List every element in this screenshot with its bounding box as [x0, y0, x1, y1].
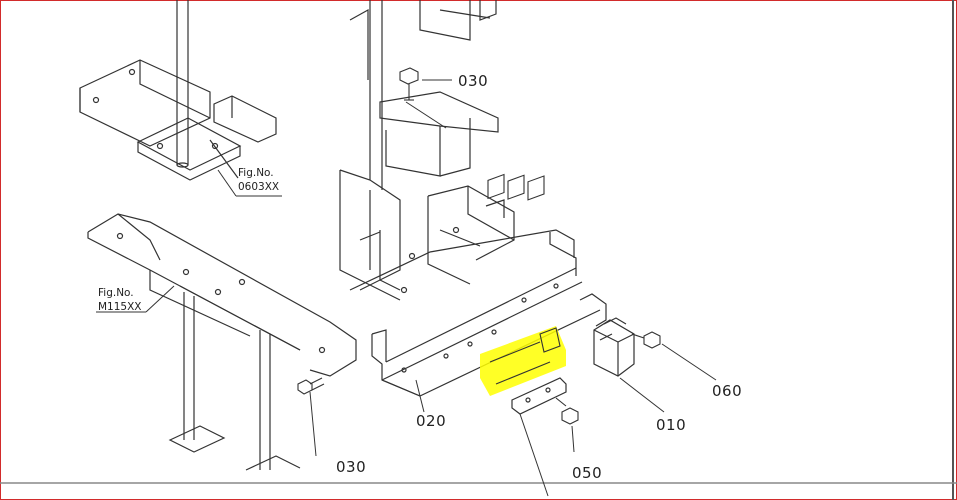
callout-label: 020 — [416, 412, 446, 430]
upright-post-assembly — [79, 0, 277, 181]
bolt-050 — [555, 397, 579, 425]
callout-label: 030 — [458, 72, 488, 90]
fig-ref-line: Fig.No. — [98, 287, 134, 299]
fig-ref-number: 0603XX — [238, 181, 279, 193]
callout-label: 060 — [712, 382, 742, 400]
callout-label: 050 — [572, 464, 602, 482]
relay-010 — [579, 293, 635, 377]
callout-label: 010 — [656, 416, 686, 434]
bracket-050 — [511, 377, 567, 415]
fig-ref-line: Fig.No. — [238, 167, 274, 179]
bolt-030-top — [399, 67, 419, 101]
bolt-030-bottom — [297, 377, 325, 395]
highlight-area — [480, 326, 566, 396]
leader-lines — [96, 79, 717, 497]
fig-ref-number: M115XX — [98, 301, 142, 313]
callout-label: 030 — [336, 458, 366, 476]
center-frame-assembly — [339, 0, 601, 397]
bolt-060 — [631, 331, 661, 349]
left-frame-assembly — [87, 213, 357, 471]
highlighted-relay-group — [480, 173, 566, 396]
